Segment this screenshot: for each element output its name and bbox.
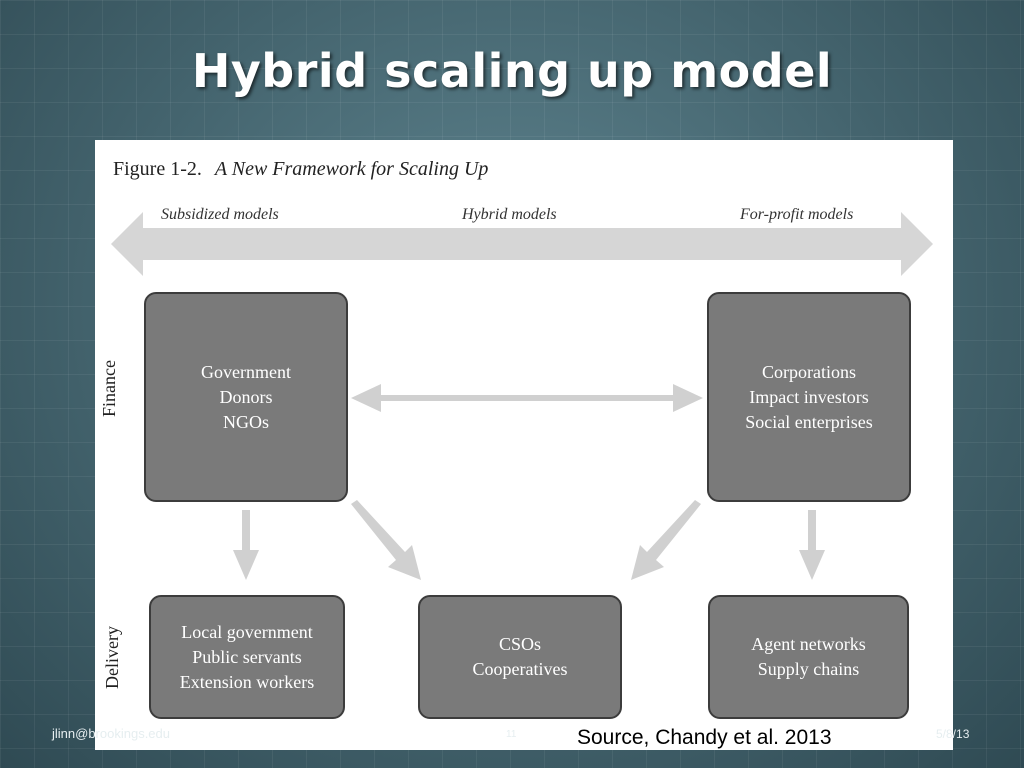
box-line: NGOs (222, 411, 269, 432)
finance-public-box: Government Donors NGOs (144, 292, 348, 502)
spectrum-label-subsidized: Subsidized models (161, 206, 279, 223)
box-line: CSOs (498, 634, 542, 654)
down-arrow-right (799, 510, 825, 580)
delivery-hybrid-box: CSOs Cooperatives (418, 595, 622, 719)
box-line: Extension workers (179, 671, 315, 692)
delivery-private-box: Agent networks Supply chains (708, 595, 909, 719)
box-line: Social enterprises (745, 411, 873, 432)
row-label-delivery: Delivery (101, 626, 122, 689)
source-citation: Source, Chandy et al. 2013 (577, 726, 832, 749)
finance-link-arrow (351, 384, 703, 412)
footer-email: jlinn@brookings.edu (52, 726, 170, 741)
box-line: Corporations (762, 361, 856, 382)
box-line: Cooperatives (472, 659, 568, 679)
diagram-arrows (111, 212, 933, 580)
box-line: Agent networks (751, 634, 866, 654)
box-line: Supply chains (757, 659, 860, 679)
down-arrow-left (233, 510, 259, 580)
diagonal-arrow-left (351, 500, 421, 580)
spectrum-double-arrow (111, 212, 933, 276)
slide-title: Hybrid scaling up model (191, 44, 833, 98)
figure-caption-label: Figure 1-2. (113, 158, 202, 180)
delivery-public-box: Local government Public servants Extensi… (149, 595, 345, 719)
page-number: 11 (506, 729, 517, 740)
footer-date: 5/8/13 (936, 727, 970, 741)
figure-caption-title: A New Framework for Scaling Up (214, 158, 489, 180)
figure-caption: Figure 1-2. A New Framework for Scaling … (113, 158, 488, 181)
spectrum-label-for-profit: For-profit models (740, 206, 854, 223)
finance-private-box: Corporations Impact investors Social ent… (707, 292, 911, 502)
box-line: Donors (219, 386, 273, 407)
diagonal-arrow-right (631, 500, 701, 580)
spectrum-label-hybrid: Hybrid models (462, 206, 557, 223)
row-label-finance: Finance (98, 360, 119, 417)
box-line: Local government (181, 621, 313, 642)
box-line: Impact investors (749, 386, 869, 407)
box-line: Public servants (192, 646, 302, 667)
framework-figure: Figure 1-2. A New Framework for Scaling … (95, 140, 953, 750)
box-line: Government (201, 361, 291, 382)
